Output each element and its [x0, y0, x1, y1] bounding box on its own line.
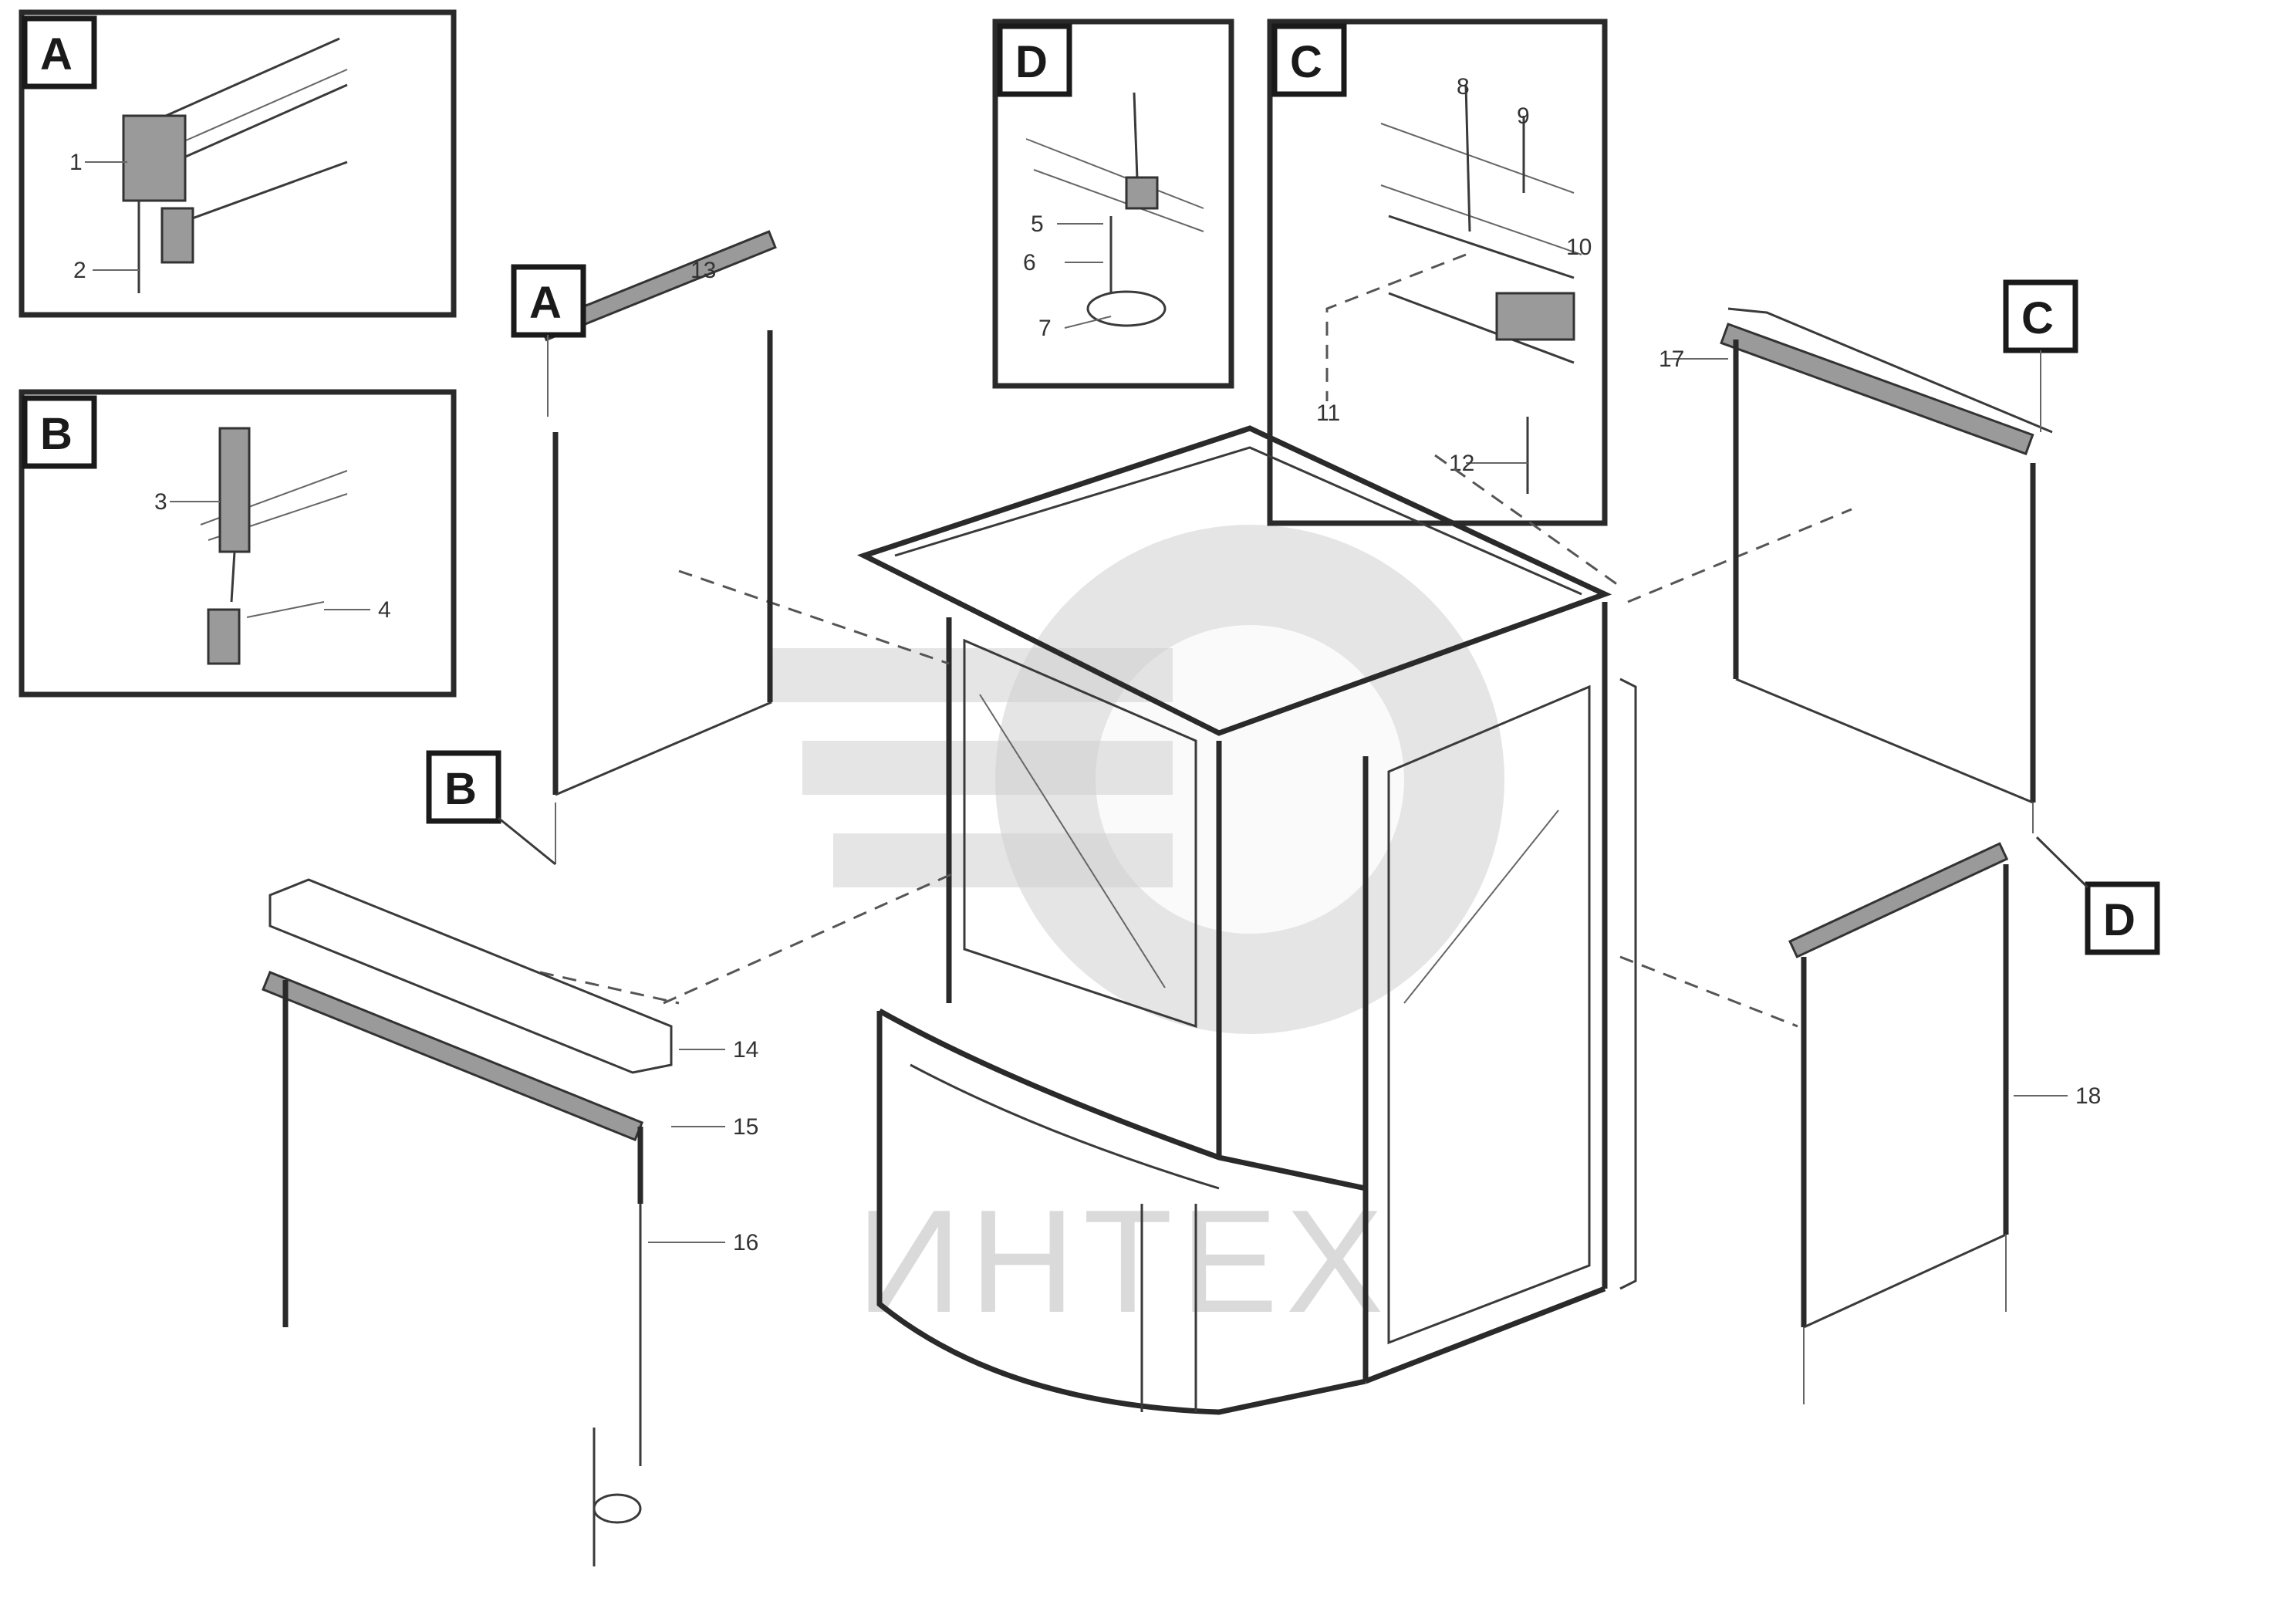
part-number-14: 14 [733, 1037, 758, 1063]
blind-a [539, 230, 777, 864]
part-number-12: 12 [1449, 451, 1474, 476]
inset-b: B 3 4 [19, 389, 457, 698]
part-number-13: 13 [690, 258, 716, 283]
blind-left-lower [262, 878, 725, 1566]
assembly-lines [539, 454, 1852, 1028]
part-number-7: 7 [1038, 316, 1052, 341]
callout-b: B [426, 750, 556, 866]
watermark-logo: ИНТЕХ [772, 525, 1504, 1343]
part-number-8: 8 [1457, 74, 1470, 100]
inset-a: A 1 2 [19, 9, 457, 318]
part-number-11: 11 [1316, 400, 1340, 426]
part-number-10: 10 [1566, 235, 1592, 260]
callout-a: A [511, 264, 586, 370]
callout-d: D [2035, 836, 2160, 955]
part-number-4: 4 [378, 597, 391, 623]
blind-d [1788, 842, 2068, 1404]
part-number-5: 5 [1031, 211, 1044, 237]
inset-label-d: D [1015, 37, 1048, 87]
part-number-18: 18 [2075, 1083, 2101, 1109]
svg-text:B: B [444, 764, 477, 814]
cab-body [856, 425, 1637, 1415]
svg-text:D: D [2103, 895, 2136, 945]
blind-c [1666, 307, 2053, 833]
inset-d: D 5 6 7 [992, 19, 1234, 389]
part-number-9: 9 [1517, 103, 1530, 129]
svg-text:A: A [529, 278, 562, 328]
inset-c: C 8 9 10 11 12 [1267, 19, 1608, 526]
watermark-text: ИНТЕХ [856, 1180, 1391, 1343]
part-number-3: 3 [154, 489, 167, 515]
part-number-17: 17 [1659, 346, 1684, 372]
part-number-1: 1 [69, 150, 83, 175]
inset-label-c: C [1290, 37, 1322, 87]
part-number-6: 6 [1023, 250, 1036, 275]
callout-c: C [2003, 279, 2078, 432]
svg-text:C: C [2021, 293, 2054, 343]
inset-label-a: A [40, 29, 73, 79]
part-number-15: 15 [733, 1114, 758, 1140]
inset-label-b: B [40, 409, 73, 459]
part-number-16: 16 [733, 1230, 758, 1255]
part-number-2: 2 [73, 258, 86, 283]
